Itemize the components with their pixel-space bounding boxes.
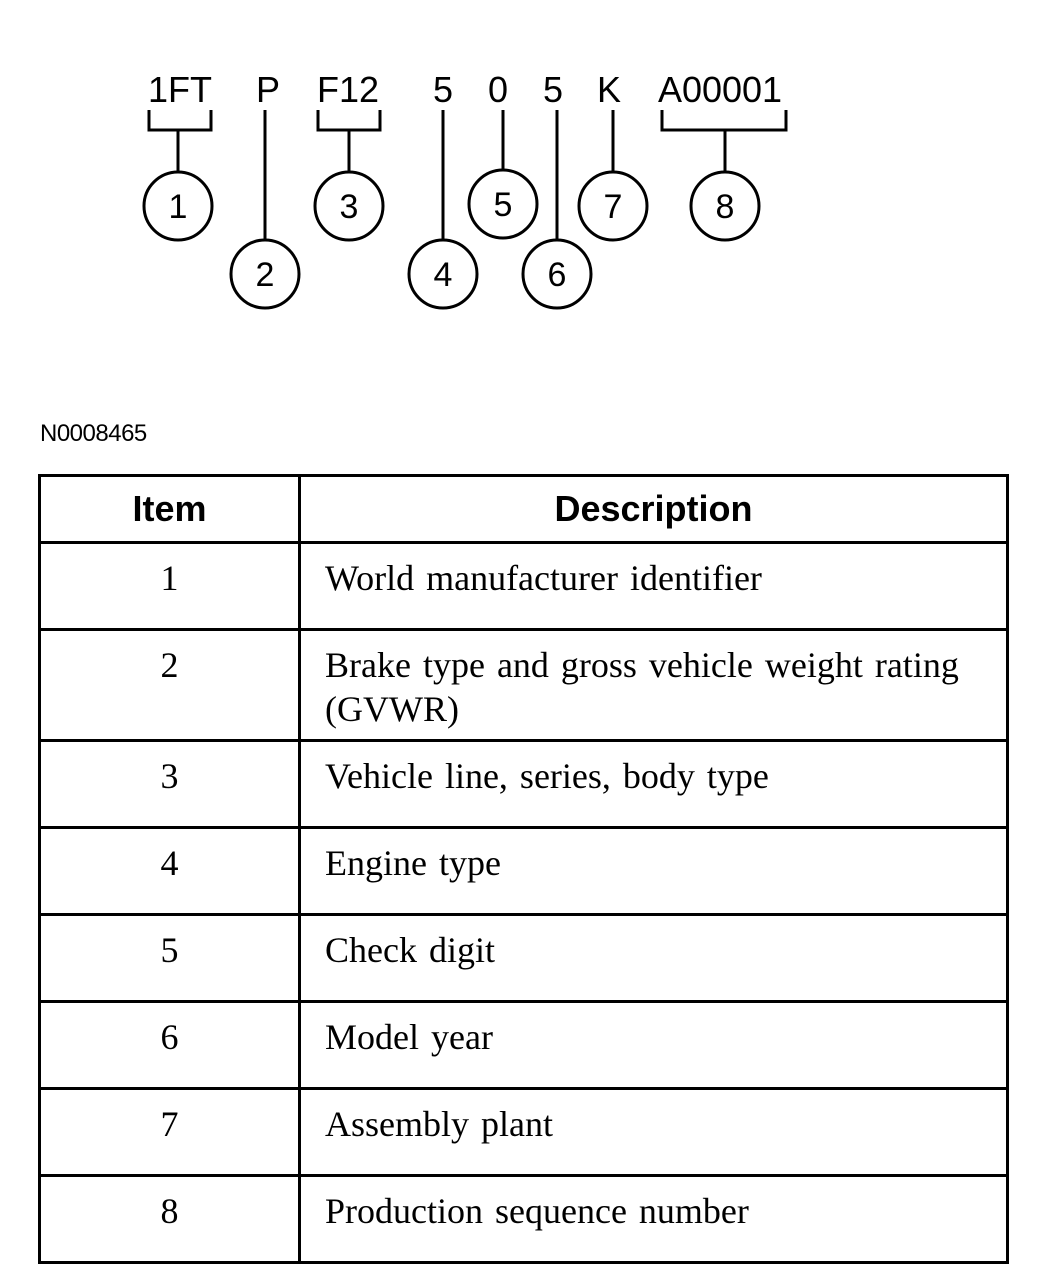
item-cell: 4 xyxy=(38,826,301,916)
vin-segment-7: K xyxy=(597,69,621,110)
description-cell: Production sequence number xyxy=(298,1174,1009,1264)
table-row: 7 Assembly plant xyxy=(38,1087,1009,1177)
item-cell: 6 xyxy=(38,1000,301,1090)
vin-diagram: 1FT P F12 5 0 5 K A00001 1 2 3 4 5 6 7 8 xyxy=(142,69,788,310)
table-row: 2 Brake type and gross vehicle weight ra… xyxy=(38,628,1009,742)
bracket-1 xyxy=(147,110,213,172)
callout-circle-8 xyxy=(689,170,761,242)
description-column-header: Description xyxy=(298,474,1009,544)
callout-circle-3 xyxy=(313,170,385,242)
description-cell: World manufacturer identifier xyxy=(298,541,1009,631)
callout-number-8: 8 xyxy=(716,188,735,226)
bracket-8 xyxy=(660,110,788,172)
vin-segment-3: F12 xyxy=(317,69,379,110)
vin-segment-5: 0 xyxy=(488,69,508,110)
bracket-3 xyxy=(316,110,382,172)
table-row: 3 Vehicle line, series, body type xyxy=(38,739,1009,829)
item-cell: 7 xyxy=(38,1087,301,1177)
callout-number-4: 4 xyxy=(434,256,453,294)
description-cell: Model year xyxy=(298,1000,1009,1090)
item-cell: 3 xyxy=(38,739,301,829)
table-row: 1 World manufacturer identifier xyxy=(38,541,1009,631)
vin-segment-1: 1FT xyxy=(148,69,212,110)
callout-number-3: 3 xyxy=(340,188,359,226)
vin-segment-2: P xyxy=(256,69,280,110)
legend-header-row: Item Description xyxy=(38,474,1009,544)
figure-id: N0008465 xyxy=(40,420,147,447)
description-cell: Vehicle line, series, body type xyxy=(298,739,1009,829)
callout-circle-1 xyxy=(142,170,214,242)
callout-circle-7 xyxy=(577,170,649,242)
table-row: 6 Model year xyxy=(38,1000,1009,1090)
callout-number-5: 5 xyxy=(494,186,513,224)
callout-number-7: 7 xyxy=(604,188,623,226)
item-cell: 8 xyxy=(38,1174,301,1264)
callout-number-6: 6 xyxy=(548,256,567,294)
callout-circle-5 xyxy=(467,168,539,240)
vin-segment-4: 5 xyxy=(433,69,453,110)
callout-circle-4 xyxy=(407,238,479,310)
callout-number-2: 2 xyxy=(256,256,275,294)
item-column-header: Item xyxy=(38,474,301,544)
callout-circle-2 xyxy=(229,238,301,310)
item-cell: 2 xyxy=(38,628,301,742)
item-cell: 1 xyxy=(38,541,301,631)
description-cell: Assembly plant xyxy=(298,1087,1009,1177)
vin-segment-8: A00001 xyxy=(658,69,782,110)
legend-table: Item Description 1 World manufacturer id… xyxy=(38,474,1009,1264)
table-row: 4 Engine type xyxy=(38,826,1009,916)
callout-number-1: 1 xyxy=(169,188,188,226)
table-row: 8 Production sequence number xyxy=(38,1174,1009,1264)
description-cell: Check digit xyxy=(298,913,1009,1003)
description-cell: Brake type and gross vehicle weight rati… xyxy=(298,628,1009,742)
callout-circle-6 xyxy=(521,238,593,310)
item-cell: 5 xyxy=(38,913,301,1003)
vin-segment-6: 5 xyxy=(543,69,563,110)
table-row: 5 Check digit xyxy=(38,913,1009,1003)
description-cell: Engine type xyxy=(298,826,1009,916)
